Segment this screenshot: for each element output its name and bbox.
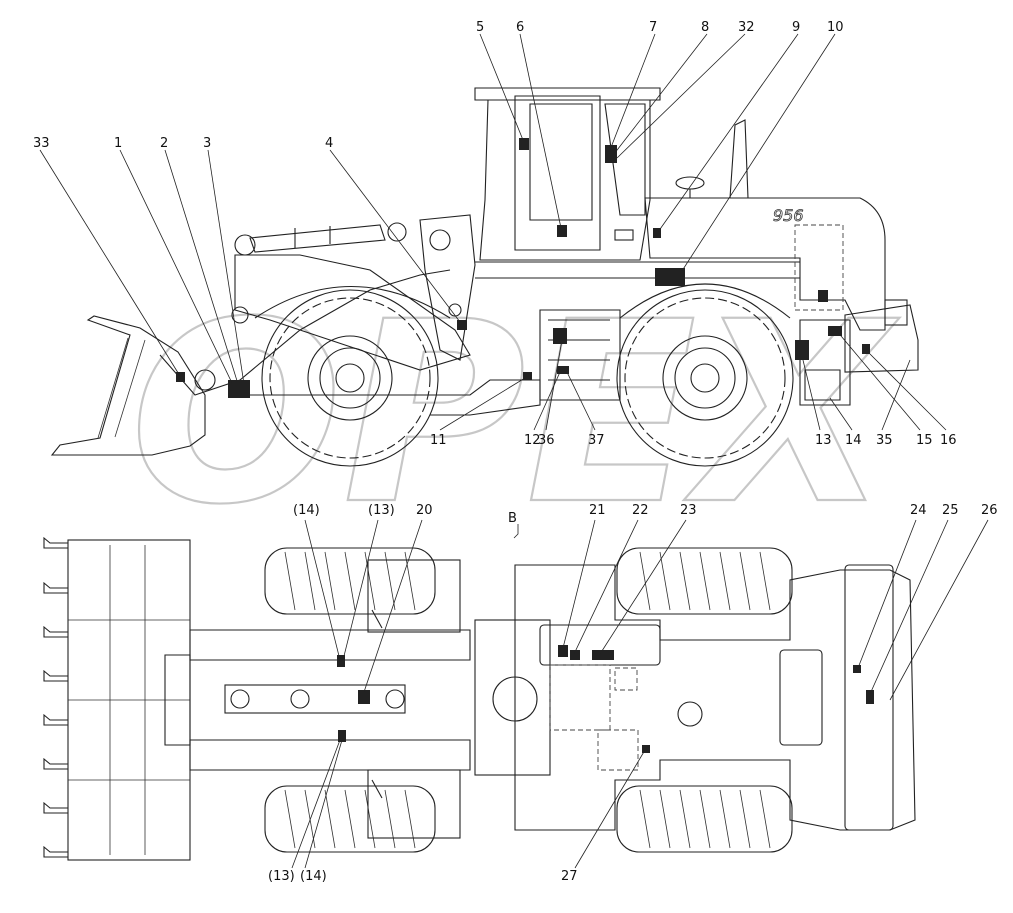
callout-top-22: 22 [632,503,649,518]
decal-markers [176,138,870,398]
callout-top-21: 21 [589,503,606,518]
callout-14: 14 [845,433,862,448]
callout-top-26: 26 [981,503,998,518]
callout-top-27: 27 [561,869,578,884]
callout-37: 37 [588,433,605,448]
callout-16: 16 [940,433,957,448]
callout-8: 8 [701,20,709,35]
callout-7: 7 [649,20,657,35]
side-view-loader: 956 [50,87,919,467]
callout-10: 10 [827,20,844,35]
model-badge: 956 [773,206,804,225]
view-marker: B [508,511,517,526]
callout-36: 36 [538,433,555,448]
callout-top-13b: (13) [268,869,295,884]
callout-33: 33 [33,136,50,151]
callout-15: 15 [916,433,933,448]
callout-top-20: 20 [416,503,433,518]
callout-5: 5 [476,20,484,35]
callout-1: 1 [114,136,122,151]
callout-top-13a: (13) [368,503,395,518]
side-callouts: 33 1 2 3 4 5 6 7 8 32 9 10 11 12 36 37 1… [33,20,957,448]
callout-top-14b: (14) [300,869,327,884]
callout-32: 32 [738,20,755,35]
bucket-teeth [43,536,68,858]
callout-13: 13 [815,433,832,448]
callout-35: 35 [876,433,893,448]
callout-top-14a: (14) [293,503,320,518]
decal-markers-top [337,645,874,753]
callout-top-25: 25 [942,503,959,518]
callout-11: 11 [430,433,447,448]
callout-12: 12 [524,433,541,448]
callout-9: 9 [792,20,800,35]
callout-top-24: 24 [910,503,927,518]
callout-3: 3 [203,136,211,151]
callout-6: 6 [516,20,524,35]
top-callouts: (14) (13) 20 21 22 23 24 25 26 (13) (14)… [268,503,998,884]
top-view-loader: B [43,511,916,861]
callout-top-23: 23 [680,503,697,518]
callout-4: 4 [325,136,333,151]
callout-2: 2 [160,136,168,151]
